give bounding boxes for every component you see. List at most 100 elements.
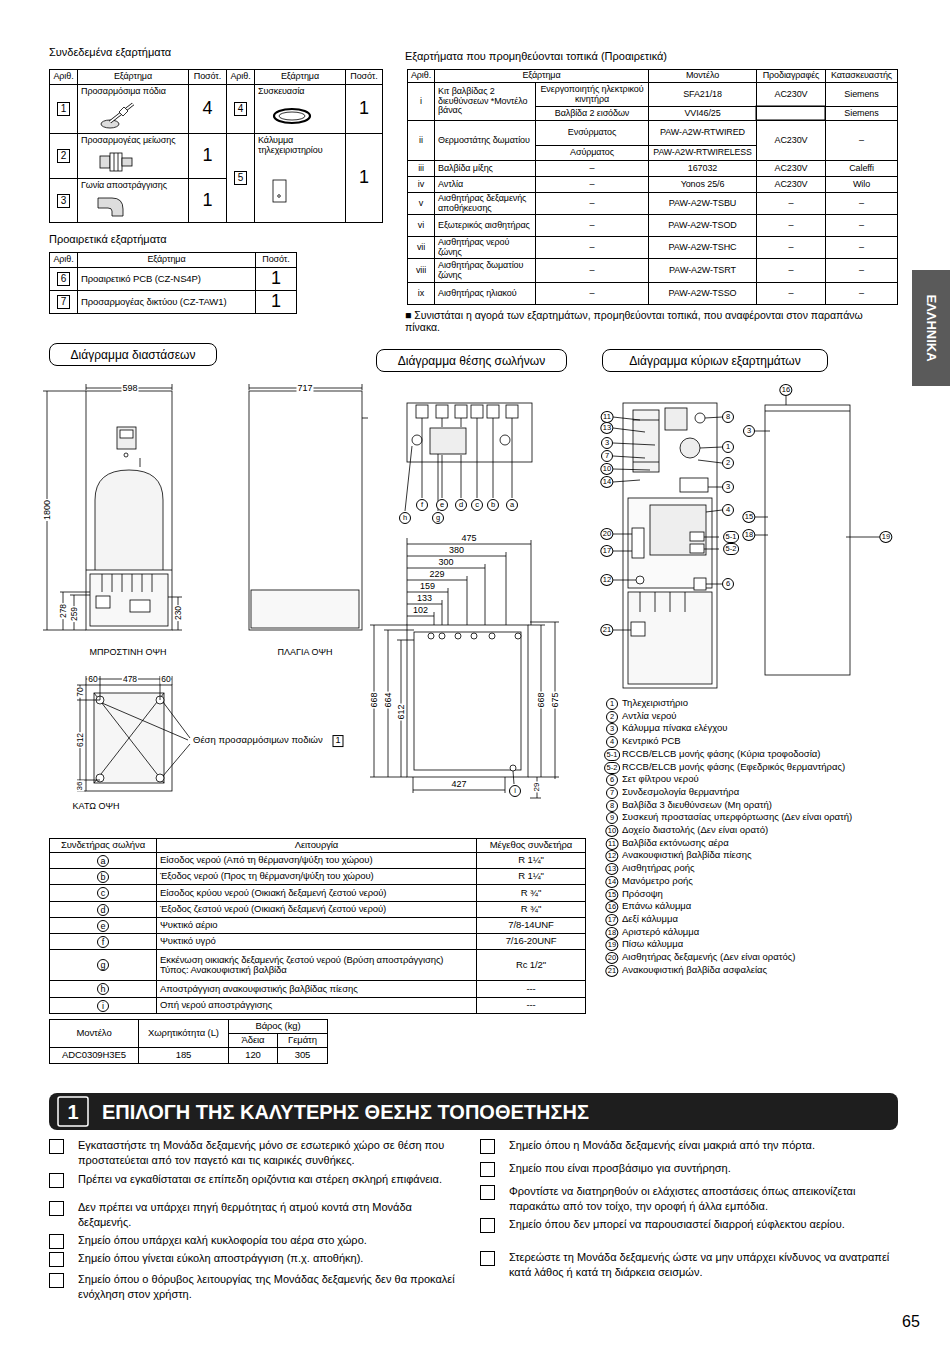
- table-cell: PAW-A2W-RTWIRELESS: [648, 145, 757, 161]
- table-cell: f: [49, 933, 157, 950]
- label: 60: [87, 675, 98, 684]
- callout-number: 7: [601, 450, 613, 462]
- cell-text: PAW-A2W-RTWIRED: [660, 128, 745, 138]
- callout-number: 6: [606, 774, 618, 786]
- cell-text: Ασύρματος: [570, 148, 614, 158]
- cell-text: Αντλία: [438, 180, 463, 190]
- table-cell: 7/16-20UNF: [476, 933, 586, 950]
- cell-text: –: [590, 164, 595, 174]
- cell-text: ADC0309H3E5: [62, 1050, 126, 1060]
- table-cell: 167032: [648, 160, 757, 177]
- cell-text: iii: [418, 164, 424, 174]
- section-title: ΕΠΙΛΟΓΗ ΤΗΣ ΚΑΛΥΤΕΡΗΣ ΘΕΣΗΣ ΤΟΠΟΘΕΤΗΣΗΣ: [102, 1101, 589, 1124]
- table-cell: Είσοδος κρύου νερού (Οικιακή δεξαμενή ζε…: [156, 884, 477, 902]
- checklist-text: Σημείο όπου η Μονάδα δεξαμενής είναι μακ…: [509, 1138, 898, 1153]
- cell-text: vii: [417, 243, 425, 253]
- cell-text: 1: [359, 168, 369, 187]
- callout-number: g: [432, 512, 444, 524]
- callout-number: 14: [605, 876, 618, 888]
- table-cell: 1: [188, 133, 227, 179]
- checklist-text: Δεν πρέπει να υπάρχει πηγή θερμότητας ή …: [78, 1200, 464, 1230]
- item-number: 4: [234, 102, 247, 116]
- label: 1: [67, 1102, 78, 1122]
- callout-number: 19: [605, 939, 618, 951]
- callout-number: h: [399, 512, 411, 524]
- cell-text: –: [789, 266, 794, 276]
- cell-text: –: [590, 289, 595, 299]
- cell-text: Αισθητήρας δωματίου ζώνης: [438, 261, 532, 280]
- label: ΠΛΑΓΙΑ ΟΨΗ: [278, 648, 333, 657]
- table-cell: 7/8-14UNF: [476, 917, 586, 934]
- callout-number: 5-1: [723, 531, 739, 543]
- cell-text: Ποσότ.: [262, 255, 289, 265]
- callout-letter: c: [97, 887, 109, 899]
- table-cell: Εξάρτημα: [77, 252, 256, 268]
- checkbox: [49, 1273, 64, 1288]
- heading-text: Διάγραμμα διαστάσεων: [71, 348, 196, 362]
- callout-number: 17: [605, 914, 618, 926]
- checkbox: [49, 1201, 64, 1216]
- cell-text: –: [590, 243, 595, 253]
- text-label: RCCB/ELCB μονής φάσης (Κύρια τροφοδοσία): [622, 749, 820, 760]
- table-cell: –: [535, 282, 649, 305]
- cell-text: 1: [203, 146, 213, 165]
- callout-number: e: [436, 499, 448, 511]
- callout-letter: b: [97, 871, 109, 883]
- cell-text: Έξοδος νερού (Προς τη θέρμανση/ψύξη του …: [160, 871, 374, 881]
- table-cell: i: [49, 997, 157, 1014]
- cell-text: Συνδετήρας σωλήνα: [61, 840, 145, 850]
- checkbox: [480, 1251, 495, 1266]
- text-label: Πρόσοψη: [622, 889, 663, 900]
- table-cell: –: [825, 258, 898, 283]
- table-cell: 4: [188, 84, 227, 134]
- text-label: Αισθητήρας ροής: [622, 863, 695, 874]
- cell-text: –: [789, 199, 794, 209]
- table-cell: –: [825, 236, 898, 259]
- cell-text: PAW-A2W-RTWIRELESS: [653, 148, 751, 157]
- cell-text: 1: [271, 292, 281, 311]
- cell-text: Προαιρετικό PCB (CZ-NS4P): [81, 274, 201, 284]
- table-cell: PAW-A2W-TSSO: [648, 282, 757, 305]
- table-cell: R 1¼": [476, 852, 586, 869]
- table-cell: h: [49, 980, 157, 998]
- text-label: Συνδεδεμένα εξαρτήματα: [49, 46, 171, 59]
- language-tab: ΕΛΛΗΝΙΚΑ: [912, 270, 950, 386]
- cell-text: –: [859, 243, 864, 253]
- table-cell: Προαιρετικό PCB (CZ-NS4P): [77, 267, 256, 291]
- callout-letter: g: [97, 959, 109, 971]
- table-cell: Προσαρμογέας δικτύου (CZ-TAW1): [77, 290, 256, 314]
- table-cell: AC230V: [756, 82, 826, 107]
- cell-text: Αισθητήρας δεξαμενής αποθήκευσης: [438, 194, 532, 213]
- item-number: 7: [57, 295, 70, 309]
- table-cell: Αριθ.: [49, 69, 78, 85]
- cell-text: R 1¼": [518, 855, 544, 865]
- cell-text: Μοντέλο: [76, 1028, 111, 1038]
- table-cell: 1: [188, 178, 227, 223]
- callout-number: 19: [879, 531, 892, 543]
- dimension-label: 278: [59, 603, 68, 619]
- cell-text: Εξάρτημα: [522, 71, 560, 81]
- table-cell: –: [756, 236, 826, 259]
- label: 133: [417, 594, 432, 603]
- dimension-label: 668: [370, 691, 379, 708]
- text-label: RCCB/ELCB μονής φάσης (Εφεδρικός θερμαντ…: [622, 762, 845, 773]
- cell-text: PAW-A2W-TSRT: [669, 266, 736, 276]
- text-label: Ανακουφιστική βαλβίδα ασφαλείας: [622, 965, 767, 976]
- item-number: 3: [57, 194, 70, 208]
- table-cell: –: [535, 176, 649, 193]
- cell-text: Βάρος (kg): [255, 1021, 300, 1031]
- table-cell: Άδεια: [228, 1033, 278, 1048]
- table-cell: g: [49, 949, 157, 981]
- checkbox: [480, 1218, 495, 1233]
- table-cell: 305: [277, 1047, 328, 1064]
- table-cell: Siemens: [825, 106, 898, 121]
- table-cell: Οπή νερού αποστράγγισης: [156, 997, 477, 1014]
- cell-text: –: [590, 266, 595, 276]
- table-cell: –: [756, 258, 826, 283]
- cell-text: Caleffi: [849, 164, 874, 174]
- callout-letter: a: [97, 855, 109, 867]
- callout-number: 20: [600, 528, 613, 540]
- text-label: Ανακουφιστική βαλβίδα πίεσης: [622, 850, 752, 861]
- cell-text: Μοντέλο: [686, 71, 719, 81]
- checkbox: [49, 1252, 64, 1267]
